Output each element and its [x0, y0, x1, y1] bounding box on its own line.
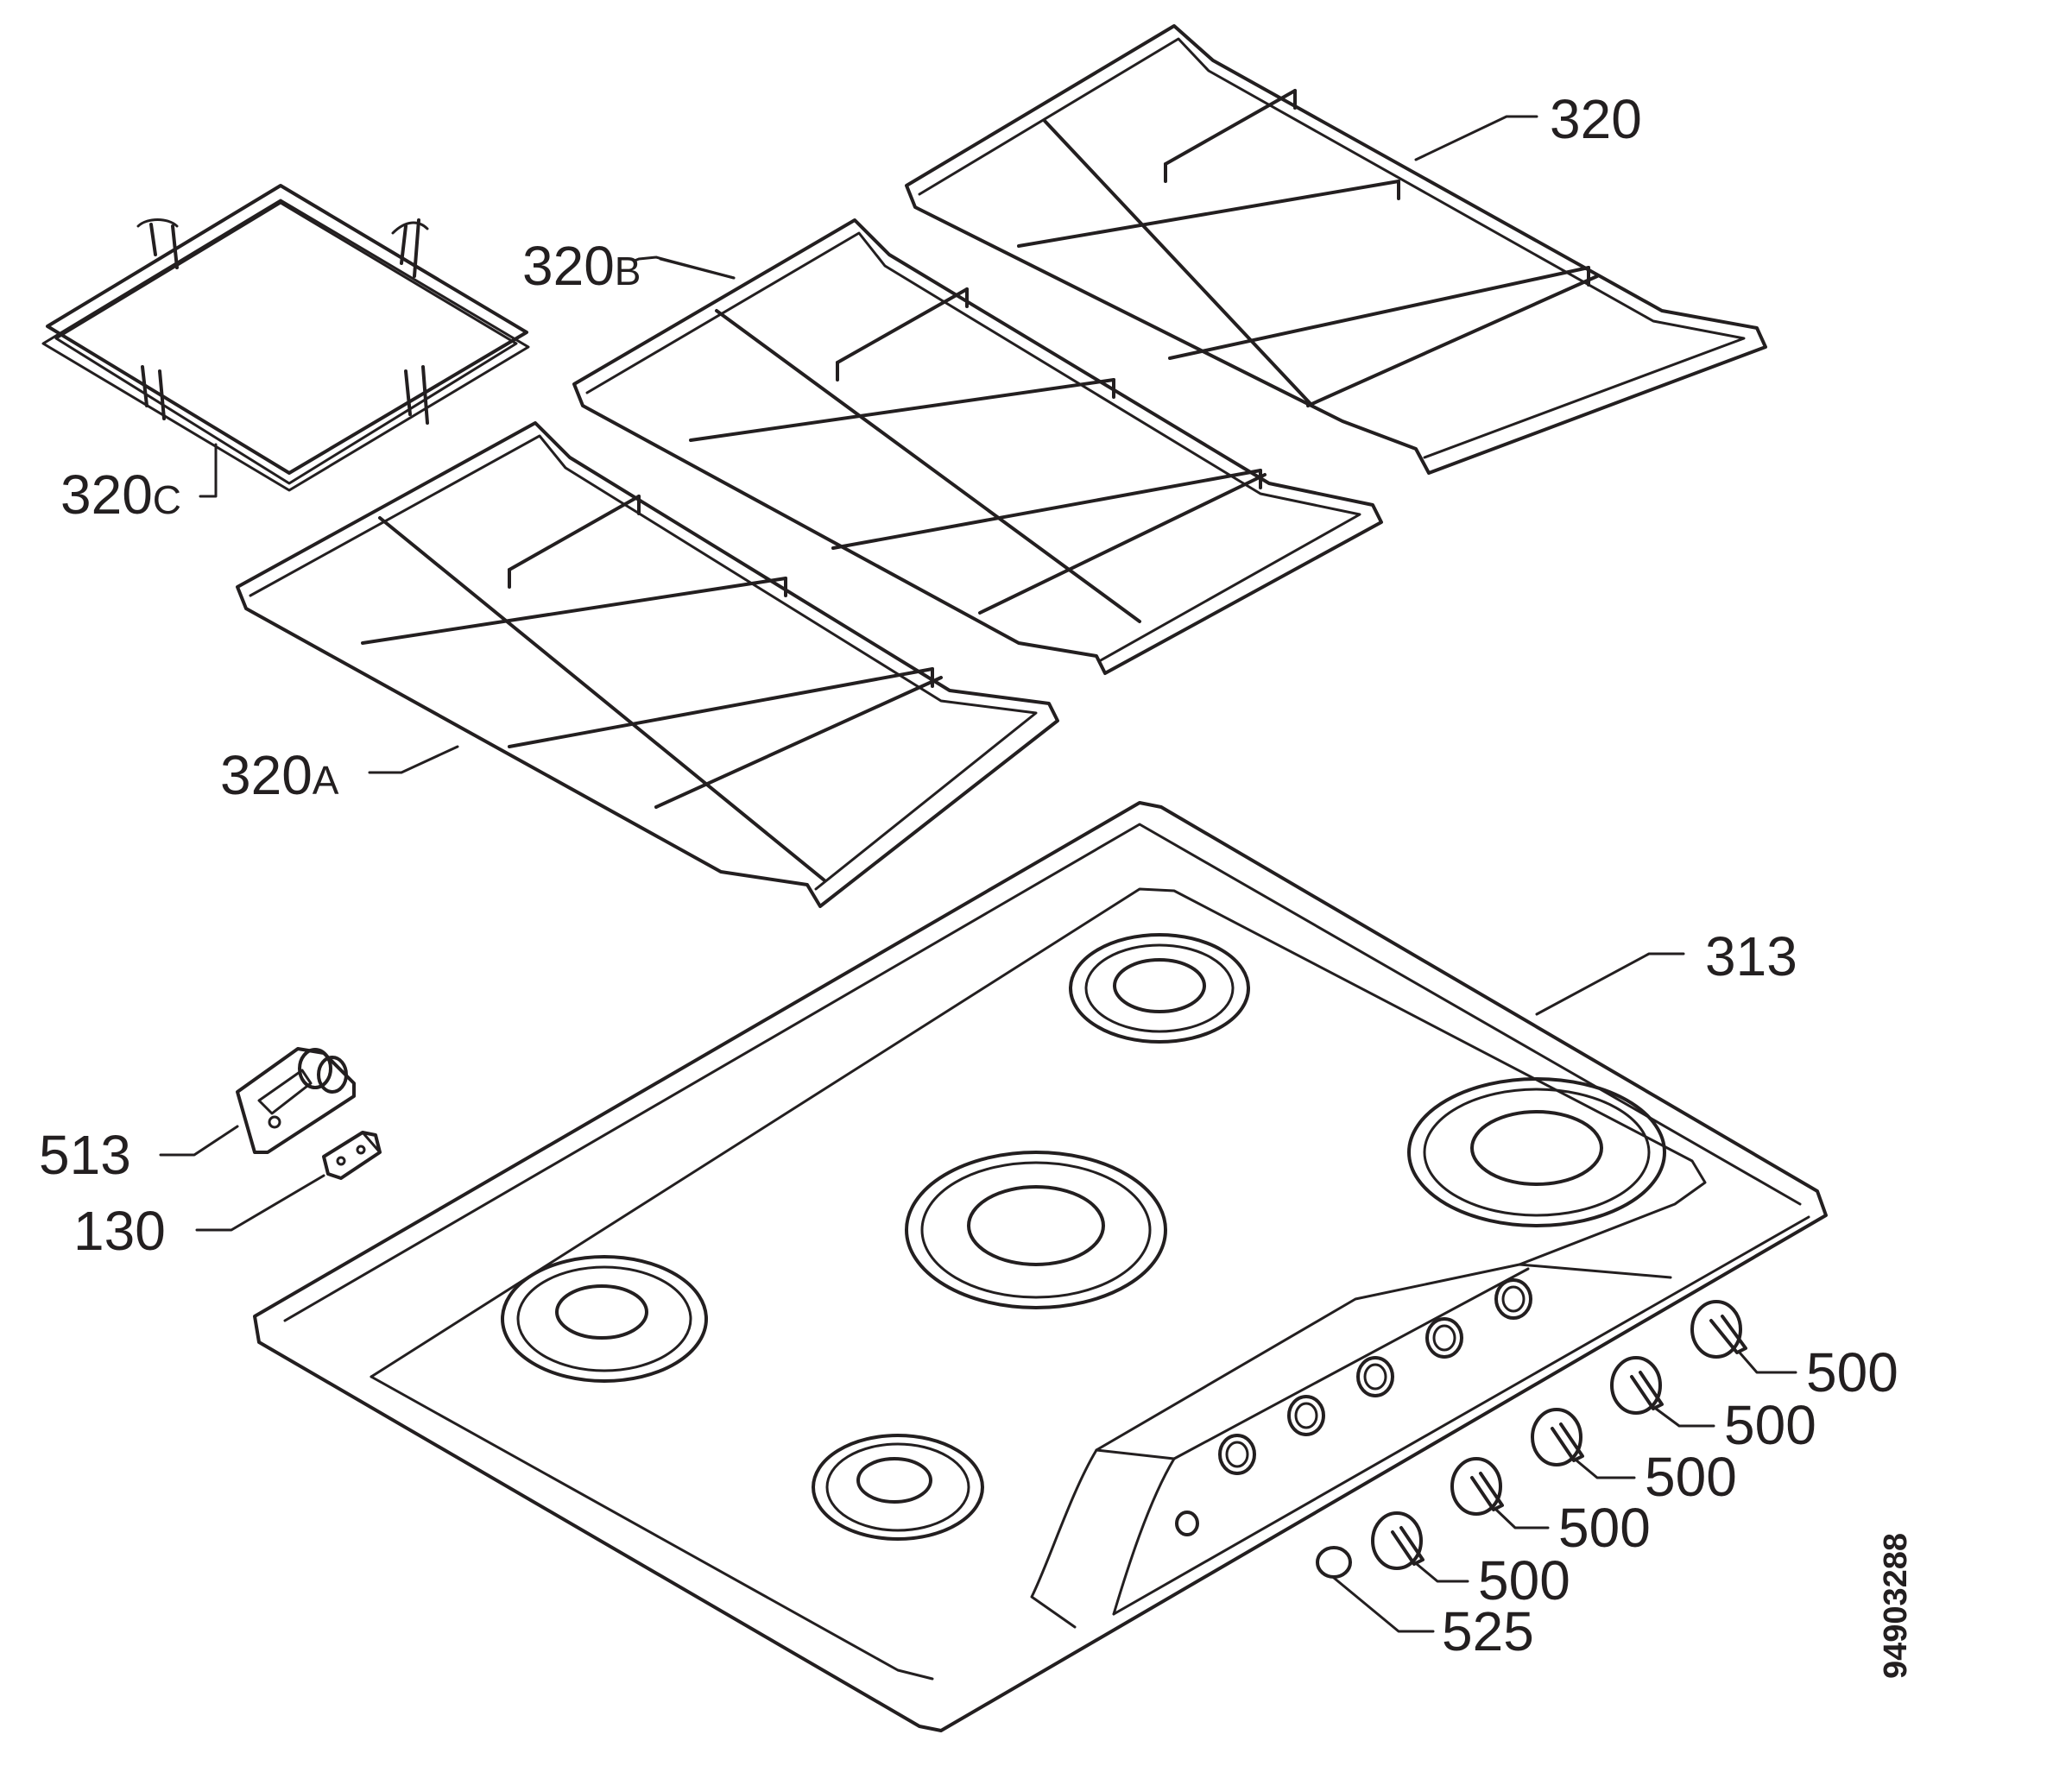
knob-4 — [1450, 1457, 1504, 1516]
knob-1 — [1690, 1300, 1747, 1359]
pan-support-320 — [905, 24, 1767, 475]
label-513: 513 — [39, 1124, 131, 1186]
burner-large-right — [1407, 1077, 1666, 1227]
label-130: 130 — [73, 1200, 166, 1262]
leader-lines — [159, 115, 1797, 1633]
hob-top-313 — [253, 801, 1828, 1732]
control-knobs-500 — [1371, 1300, 1747, 1570]
burner-center — [905, 1151, 1167, 1309]
label-500-3: 500 — [1645, 1446, 1737, 1508]
burner-left — [501, 1255, 708, 1383]
callout-labels: 320 320B 320C 320A 313 513 130 500 500 5… — [39, 88, 1898, 1662]
burner-rear — [1069, 933, 1250, 1044]
knob-2 — [1610, 1356, 1664, 1415]
pan-support-320a — [236, 421, 1059, 908]
label-500-4: 500 — [1558, 1497, 1651, 1559]
label-500-1: 500 — [1806, 1341, 1898, 1403]
knob-3 — [1531, 1408, 1584, 1466]
label-525: 525 — [1442, 1600, 1534, 1662]
label-320b: 320B — [522, 235, 641, 297]
knob-holes — [1175, 1278, 1532, 1536]
label-320: 320 — [1550, 88, 1642, 150]
burner-front — [812, 1434, 984, 1541]
label-313: 313 — [1705, 925, 1797, 987]
label-500-5: 500 — [1478, 1549, 1570, 1611]
pan-support-320b — [572, 218, 1383, 675]
wok-ring-320c — [41, 184, 530, 492]
ignition-button-525 — [1316, 1546, 1352, 1579]
clip-130 — [322, 1131, 382, 1180]
label-320c: 320C — [60, 464, 181, 526]
knob-5 — [1371, 1511, 1424, 1570]
label-320a: 320A — [220, 744, 339, 806]
label-500-2: 500 — [1724, 1394, 1816, 1456]
bracket-513 — [236, 1047, 356, 1154]
document-number: 94903288 — [1878, 1533, 1914, 1679]
